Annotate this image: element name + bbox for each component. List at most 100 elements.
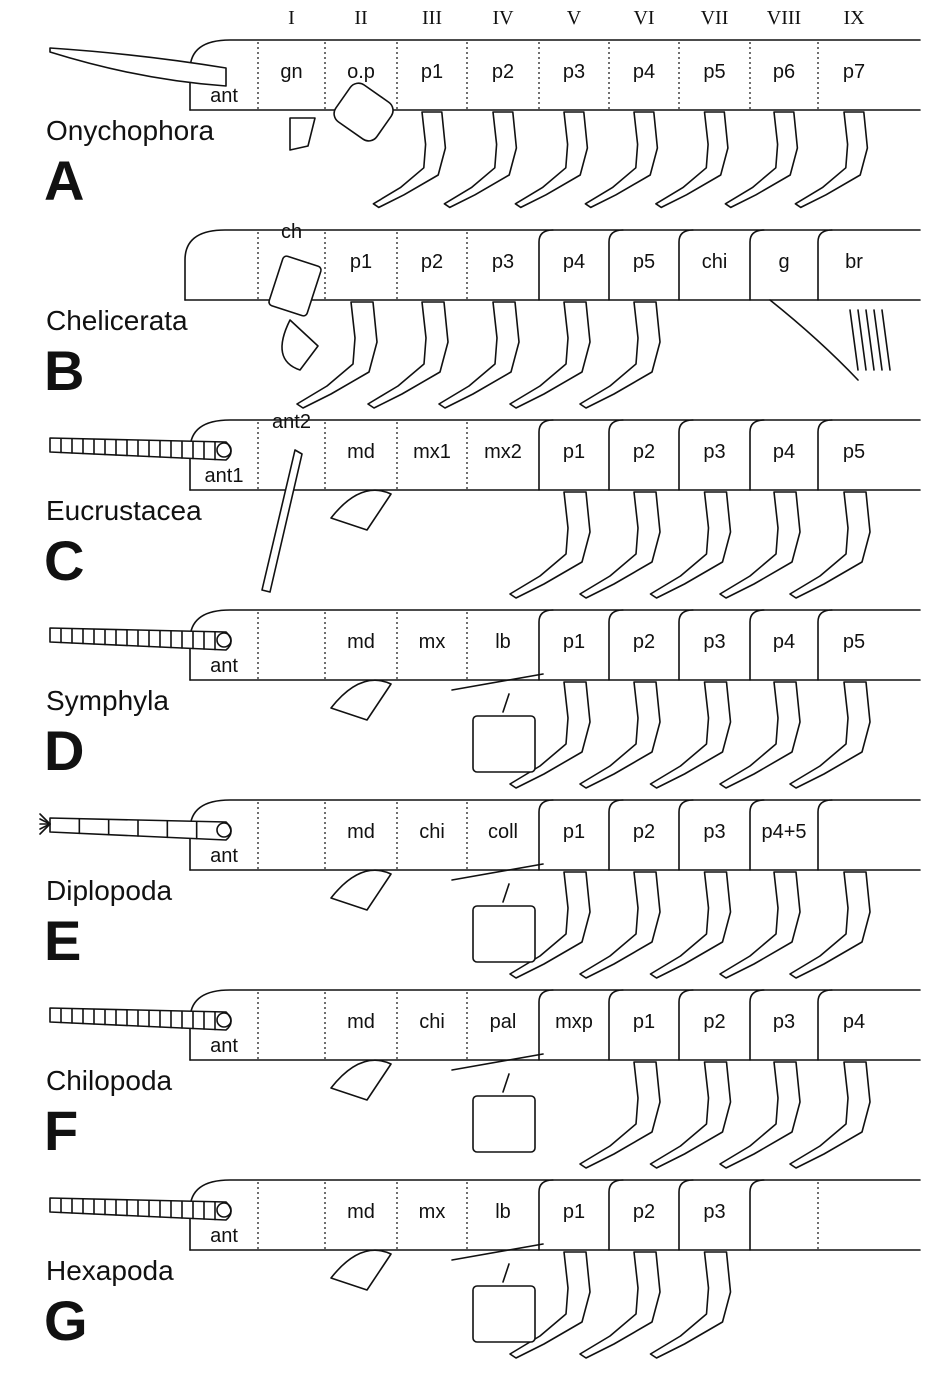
- segment-label-3: mx1: [413, 441, 451, 463]
- segment-label-1: ant2: [272, 411, 311, 433]
- tergite-boundary: [817, 419, 833, 491]
- segment-label-6: p2: [633, 441, 655, 463]
- walking-leg: [579, 491, 661, 599]
- antenna-socket: [216, 632, 232, 648]
- walking-leg: [649, 871, 732, 979]
- segment-label-7: p3: [703, 441, 725, 463]
- segment-label-3: chi: [419, 1011, 445, 1033]
- tergite-boundary: [678, 609, 694, 681]
- walking-leg: [719, 1061, 801, 1169]
- walking-leg: [724, 111, 799, 209]
- chelicera: [268, 255, 322, 317]
- panel-letter: E: [44, 909, 81, 972]
- walking-leg: [579, 1251, 661, 1359]
- tergite-boundary: [749, 229, 765, 301]
- taxon-name: Onychophora: [46, 115, 215, 146]
- oral-papilla: [333, 82, 394, 142]
- segment-label-3: p2: [421, 251, 443, 273]
- segment-label-2: o.p: [347, 61, 375, 83]
- walking-leg: [789, 1061, 871, 1169]
- antenna2-ramus: [261, 449, 303, 593]
- tergite-boundary: [749, 799, 765, 871]
- tergite-boundary: [817, 609, 833, 681]
- head-outline: [189, 609, 921, 681]
- segment-label-5: mxp: [555, 1011, 593, 1033]
- antenna-socket: [216, 442, 232, 458]
- tergite-boundary: [678, 989, 694, 1061]
- mandible: [330, 679, 392, 721]
- walking-leg: [367, 301, 449, 409]
- segment-label-3: mx: [419, 1201, 446, 1223]
- segment-label-7: p3: [703, 631, 725, 653]
- segment-label-6: p5: [633, 251, 655, 273]
- mandible: [330, 1249, 392, 1291]
- segment-label-7: p2: [703, 1011, 725, 1033]
- panel-letter: D: [44, 719, 84, 782]
- segment-label-5: p3: [563, 61, 585, 83]
- walking-leg: [438, 301, 520, 409]
- tergite-boundary: [608, 609, 624, 681]
- arrow: [502, 883, 510, 903]
- antenna-socket: [216, 1012, 232, 1028]
- antenna-E: [49, 817, 232, 841]
- tergite-boundary: [608, 229, 624, 301]
- segment-label-3: chi: [419, 821, 445, 843]
- tergite-boundary: [678, 419, 694, 491]
- tergite-boundary: [749, 609, 765, 681]
- segment-label-6: p2: [633, 631, 655, 653]
- tergite-boundary: [608, 799, 624, 871]
- walking-leg: [509, 871, 591, 979]
- mandible: [330, 869, 392, 911]
- segment-label-3: mx: [419, 631, 446, 653]
- tergite-boundary: [538, 609, 554, 681]
- walking-leg: [579, 681, 661, 789]
- segment-label-1: ch: [281, 221, 302, 243]
- segment-label-9: p7: [843, 61, 865, 83]
- walking-leg: [296, 301, 378, 409]
- tergite-boundary: [817, 799, 833, 871]
- tergite-boundary: [608, 989, 624, 1061]
- jaw: [289, 117, 316, 151]
- segment-label-2: md: [347, 1011, 375, 1033]
- fused-mouthpart-plate: [472, 1095, 536, 1153]
- lower-lip-line: [451, 1053, 544, 1071]
- mandible: [330, 489, 392, 531]
- antenna-socket: [216, 1202, 232, 1218]
- antenna-tip-seta: [39, 823, 51, 835]
- walking-leg: [794, 111, 869, 209]
- walking-leg: [719, 681, 801, 789]
- arrow: [502, 1263, 510, 1283]
- segment-label-9: p5: [843, 631, 865, 653]
- walking-leg: [579, 301, 661, 409]
- segment-label-5: p1: [563, 631, 585, 653]
- segment-label-8: p4+5: [761, 821, 806, 843]
- segment-label-2: md: [347, 1201, 375, 1223]
- segment-label-2: md: [347, 821, 375, 843]
- book-gill-lamella: [857, 309, 867, 371]
- segment-label-2: p1: [350, 251, 372, 273]
- segment-numeral-9: IX: [843, 7, 865, 29]
- taxon-name: Eucrustacea: [46, 495, 202, 526]
- walking-leg: [649, 491, 732, 599]
- head-outline: [184, 229, 921, 301]
- segment-label-4: pal: [490, 1011, 517, 1033]
- antenna-label: ant: [210, 655, 238, 677]
- segment-label-1: gn: [280, 61, 302, 83]
- segment-label-4: lb: [495, 1201, 511, 1223]
- tergite-boundary: [608, 419, 624, 491]
- antenna-label: ant: [210, 845, 238, 867]
- lower-lip-line: [451, 863, 544, 881]
- walking-leg: [789, 491, 871, 599]
- panel-letter: G: [44, 1289, 88, 1352]
- walking-leg: [789, 681, 871, 789]
- segment-numeral-4: IV: [492, 7, 514, 29]
- segment-label-8: p4: [773, 441, 795, 463]
- segment-label-5: p1: [563, 441, 585, 463]
- segment-label-6: p1: [633, 1011, 655, 1033]
- segment-label-9: p5: [843, 441, 865, 463]
